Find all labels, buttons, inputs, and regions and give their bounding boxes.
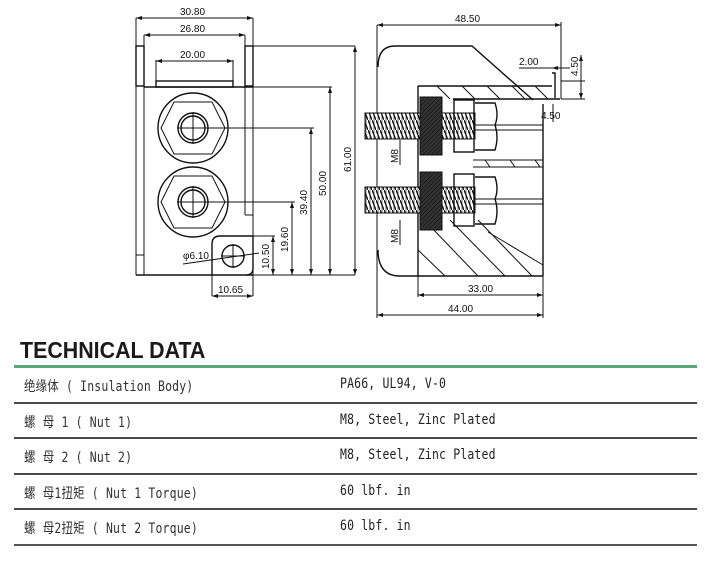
thread-label-top: M8 xyxy=(390,149,401,163)
dim-height-stud1: 39.40 xyxy=(299,190,310,215)
dim-lip-height: 4.50 xyxy=(570,56,581,76)
dim-height-body: 50.00 xyxy=(318,171,329,196)
table-row: 螺 母1扭矩 ( Nut 1 Torque) 60 lbf. in xyxy=(14,475,697,511)
side-view: M8 M8 48.50 2.00 4.50 4.50 33.00 44.00 xyxy=(364,14,585,318)
table-row: 螺 母2扭矩 ( Nut 2 Torque) 60 lbf. in xyxy=(14,510,697,546)
dim-height-stud2: 19.60 xyxy=(280,227,291,252)
dim-overall-width: 30.80 xyxy=(180,7,205,18)
row-value: 60 lbf. in xyxy=(340,482,411,499)
row-value: PA66, UL94, V-0 xyxy=(340,376,447,392)
stud-bottom-front xyxy=(157,166,295,238)
dim-base-length: 44.00 xyxy=(448,304,473,315)
table-row: 螺 母 1 ( Nut 1) M8, Steel, Zinc Plated xyxy=(14,404,697,440)
dim-height-hole: 10.50 xyxy=(261,244,272,269)
table-row: 绝缘体 ( Insulation Body) PA66, UL94, V-0 xyxy=(14,368,697,404)
row-label: 螺 母1扭矩 ( Nut 1 Torque) xyxy=(24,485,198,502)
dim-inner-width: 26.80 xyxy=(180,24,205,35)
dim-body-length: 33.00 xyxy=(468,284,493,295)
stud-top-front xyxy=(157,92,314,164)
technical-data-table: 绝缘体 ( Insulation Body) PA66, UL94, V-0 螺… xyxy=(14,368,697,546)
dim-height-total: 61.00 xyxy=(343,147,354,172)
dim-overall-length: 48.50 xyxy=(455,14,480,25)
section-title: TECHNICAL DATA xyxy=(20,337,206,363)
dim-hole-diameter: φ6.10 xyxy=(183,251,209,262)
section-divider xyxy=(14,365,697,368)
dim-lip-width: 2.00 xyxy=(519,57,539,68)
thread-label-bottom: M8 xyxy=(390,229,401,243)
technical-drawing: 30.80 26.80 20.00 10.65 φ6.10 61.00 50.0… xyxy=(135,7,585,318)
row-label: 螺 母2扭矩 ( Nut 2 Torque) xyxy=(24,521,198,538)
dim-top-width: 20.00 xyxy=(180,50,205,61)
front-view: 30.80 26.80 20.00 10.65 φ6.10 61.00 50.0… xyxy=(135,7,357,298)
dim-tab-width: 10.65 xyxy=(218,285,243,296)
row-label: 螺 母 2 ( Nut 2) xyxy=(24,450,133,467)
row-label: 绝缘体 ( Insulation Body) xyxy=(24,379,194,395)
stud-top-side xyxy=(364,96,543,156)
row-label: 螺 母 1 ( Nut 1) xyxy=(24,414,133,431)
dim-step: 4.50 xyxy=(541,111,561,122)
stud-bottom-side xyxy=(364,171,543,231)
row-value: 60 lbf. in xyxy=(340,518,411,535)
row-value: M8, Steel, Zinc Plated xyxy=(340,447,496,464)
table-row: 螺 母 2 ( Nut 2) M8, Steel, Zinc Plated xyxy=(14,439,697,475)
row-value: M8, Steel, Zinc Plated xyxy=(340,411,496,428)
